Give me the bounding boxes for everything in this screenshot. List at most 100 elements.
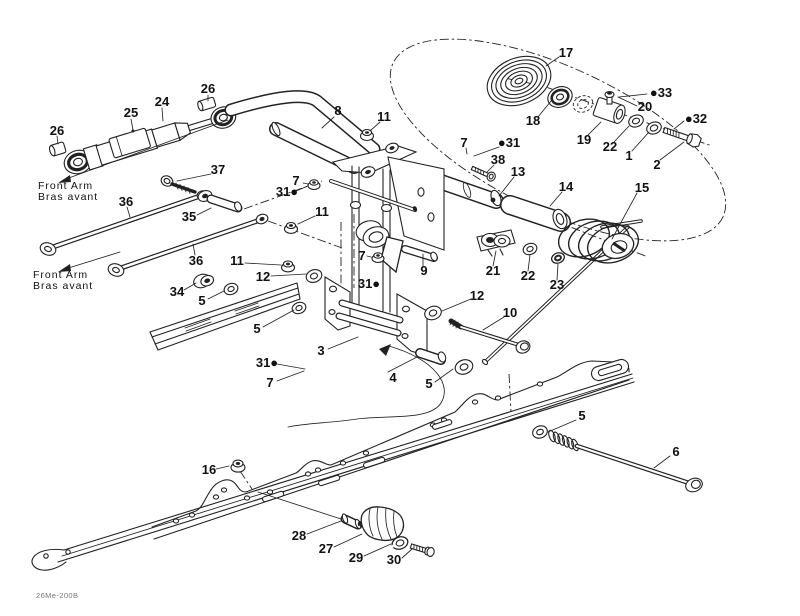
callout-16: 16 [202,462,216,477]
nut-11-top [359,128,375,142]
callout-30: 30 [387,552,401,567]
screw-30 [409,543,435,557]
callout-32: ●32 [685,111,707,126]
callout-5-d: 5 [578,408,585,423]
callout-26-left: 26 [50,123,64,138]
callout-36-upper: 36 [119,194,133,209]
callout-11-lower: 11 [230,253,244,268]
front-arm-label-lower-en: Front Arm [33,269,88,281]
callout-29: 29 [349,550,363,565]
tie-rods [39,175,299,277]
callout-33: ●33 [650,85,672,100]
bolt-37 [160,175,174,187]
upper-rail [149,282,301,351]
idler-wheel [486,55,552,107]
callout-28: 28 [292,528,306,543]
reference-ellipse [389,38,727,242]
callout-8: 8 [334,103,341,118]
nut-7-left [307,179,321,191]
callout-17: 17 [559,45,573,60]
bolt-2 [662,126,702,148]
callout-25: 25 [124,105,138,120]
callout-35: 35 [182,209,196,224]
washer-5-c [454,359,474,375]
center-bracket-assembly [307,128,445,313]
rail-end-slot [590,358,630,382]
washer-5-d [532,425,548,439]
callout-2: 2 [653,157,660,172]
callouts: 17 ●33 26 24 20 25 8 11 26 ●32 18 19 22 … [50,45,707,567]
stopper-21-group [476,229,565,264]
callout-31-left: 31● [276,184,298,199]
spacer-19 [592,97,626,124]
front-arm-label-lower-fr: Bras avant [33,280,93,292]
callout-31-bottom: 31● [256,355,278,370]
callout-7-top: 7 [460,135,467,150]
washer-22-lower [522,242,538,256]
callout-34: 34 [170,284,185,299]
callout-13: 13 [511,164,525,179]
callout-5-b: 5 [253,321,260,336]
bolt-38 [470,165,496,182]
axle-group [393,160,571,232]
bumper-group [257,491,435,557]
callout-20: 20 [638,99,652,114]
callout-37: 37 [211,162,225,177]
callout-23: 23 [550,277,564,292]
callout-36-lower: 36 [189,253,203,268]
doc-code: 26Me-200B [36,591,78,600]
bolt-6-head [685,477,703,493]
callout-31-top: ●31 [498,135,520,150]
idler-wheel-group [486,55,702,148]
callout-31-center: 31● [358,276,380,291]
callout-14: 14 [559,179,574,194]
callout-12-right: 12 [470,288,484,303]
front-arm-label-upper-en: Front Arm [38,180,93,192]
lower-bracket-plates [291,276,531,375]
washer-1 [646,121,662,135]
callout-19: 19 [577,132,591,147]
callout-15: 15 [635,180,649,195]
callout-3: 3 [317,343,324,358]
callout-6: 6 [672,444,679,459]
bushing-26-left [48,141,67,157]
callout-26-top: 26 [201,81,215,96]
bottom-rail [31,358,635,571]
bolt-6-group [532,425,703,493]
washer-5-b [291,301,307,315]
callout-22-top: 22 [603,139,617,154]
washer-12-left [305,269,323,283]
hardware-row-left [193,260,323,296]
bearing-18 [547,86,573,108]
callout-4: 4 [389,370,397,385]
washer-22-top [628,114,644,128]
washer-12-right [424,305,442,321]
lock-washer-29 [391,536,409,550]
callout-10: 10 [503,305,517,320]
callout-18: 18 [526,113,540,128]
callout-21: 21 [486,263,500,278]
callout-7-center: 7 [358,248,365,263]
nut-16 [230,459,246,473]
front-arm-annotations: Front Arm Bras avant Front Arm Bras avan… [33,119,229,292]
callout-38: 38 [491,152,505,167]
callout-9: 9 [420,263,427,278]
callout-7-bottom: 7 [266,375,273,390]
snap-ring-dashed [572,95,594,113]
callout-24: 24 [155,94,170,109]
callout-7-left: 7 [292,173,299,188]
grease-fitting-20 [604,90,615,105]
callout-5-c: 5 [425,376,432,391]
bushing-26-top [197,96,217,112]
washer-5-a [223,282,239,296]
washer-23 [551,252,565,264]
callout-5-a: 5 [198,293,205,308]
front-arm-label-upper-fr: Bras avant [38,191,98,203]
bushing-34 [193,273,215,289]
rotation-arrow [287,344,445,428]
callout-12-left: 12 [256,269,270,284]
callout-11-mid: 11 [315,204,329,219]
nut-11-mid [283,221,299,234]
callout-27: 27 [319,541,333,556]
